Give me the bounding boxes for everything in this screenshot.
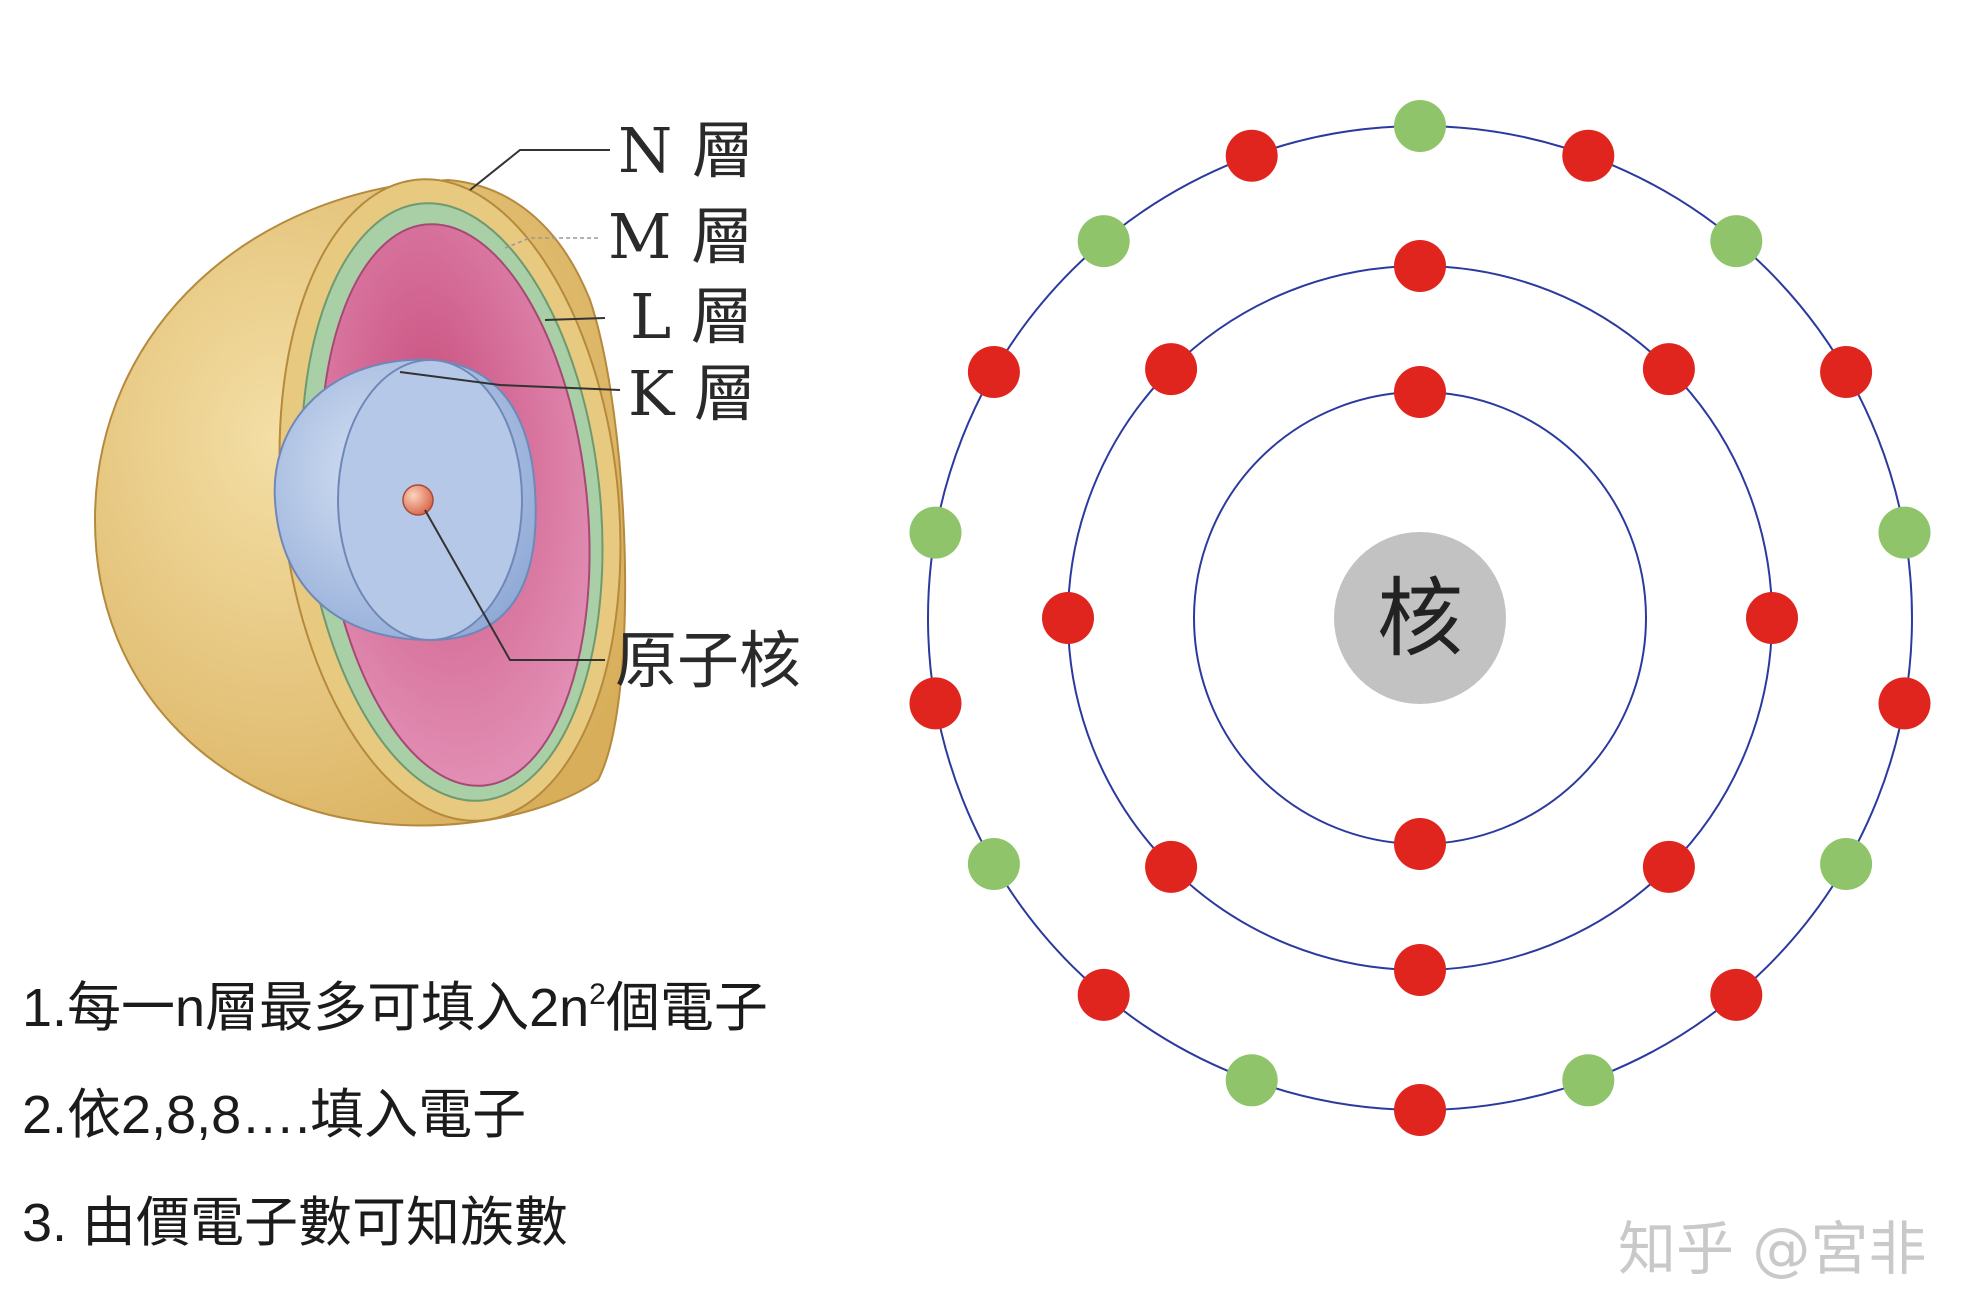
m-shell-leader-line xyxy=(504,237,598,249)
note-line-3: 3. 由價電子數可知族數 xyxy=(22,1193,569,1253)
shell-3-electron-red xyxy=(909,677,962,730)
shell-3-electron-green xyxy=(1710,215,1763,268)
shell-3-electron-green xyxy=(1820,838,1873,890)
note-line-1-superscript: 2 xyxy=(589,978,606,1011)
note-line-1-suffix: 個電子 xyxy=(605,978,768,1038)
n-shell-leader-line xyxy=(469,149,610,191)
note-line-1: 1.每一n層最多可填入2n2個電子 xyxy=(22,980,768,1088)
shell-3-electron-green xyxy=(909,506,962,559)
shell-3-electron-green xyxy=(1225,1054,1278,1107)
k-shell-label: K 層 xyxy=(628,357,756,430)
shell-3-electron-green xyxy=(1077,215,1130,268)
shell-2-electron-red xyxy=(1394,944,1446,996)
shell-2-electron-red xyxy=(1042,592,1094,644)
watermark: 知乎 @宮非 xyxy=(1618,1215,1927,1283)
shell-2-electron-red xyxy=(1642,343,1695,396)
shell-3-electron-green xyxy=(1562,1054,1615,1107)
m-shell-label: M 層 xyxy=(608,200,753,273)
nucleus-ball xyxy=(402,484,434,516)
l-shell-leader-line xyxy=(544,317,606,321)
nucleus-circle xyxy=(1334,532,1506,704)
notes-list: 1.每一n層最多可填入2n2個電子 2.依2,8,8….填入電子 3. 由價電子… xyxy=(22,980,768,1304)
shell-3-electron-red xyxy=(967,346,1020,398)
shell-2-electron-red xyxy=(1394,240,1446,292)
shell-3-electron-red xyxy=(1225,129,1278,182)
shell-3-electron-red xyxy=(1878,677,1931,730)
shell-3-electron-red xyxy=(1710,968,1763,1021)
shell-2-electron-red xyxy=(1145,343,1198,396)
electrons-group xyxy=(909,100,1931,1136)
shell-1-electron-red xyxy=(1394,818,1446,870)
shell-3-electron-red xyxy=(1394,1084,1446,1136)
shell-3-electron-red xyxy=(1820,346,1873,398)
shell-2-electron-red xyxy=(1746,592,1798,644)
shell-3-electron-green xyxy=(1394,100,1446,152)
shell-3-electron-red xyxy=(1562,129,1615,182)
l-shell-label: L 層 xyxy=(630,280,753,353)
shell-3-electron-red xyxy=(1077,968,1130,1021)
shell-2-electron-red xyxy=(1145,840,1198,893)
shell-3-electron-green xyxy=(1878,506,1931,559)
nucleus-label: 原子核 xyxy=(615,624,801,697)
shell-3-electron-green xyxy=(967,838,1020,890)
k-shell-leader-line xyxy=(399,371,621,391)
nucleus-leader-line xyxy=(424,509,605,661)
shell-1-electron-red xyxy=(1394,366,1446,418)
nucleus-character: 核 xyxy=(1377,569,1463,669)
shell-2-electron-red xyxy=(1642,840,1695,893)
note-line-2: 2.依2,8,8….填入電子 xyxy=(22,1085,527,1145)
n-shell-label: N 層 xyxy=(618,114,754,187)
note-line-1-text: 1.每一n層最多可填入2n xyxy=(22,978,590,1038)
